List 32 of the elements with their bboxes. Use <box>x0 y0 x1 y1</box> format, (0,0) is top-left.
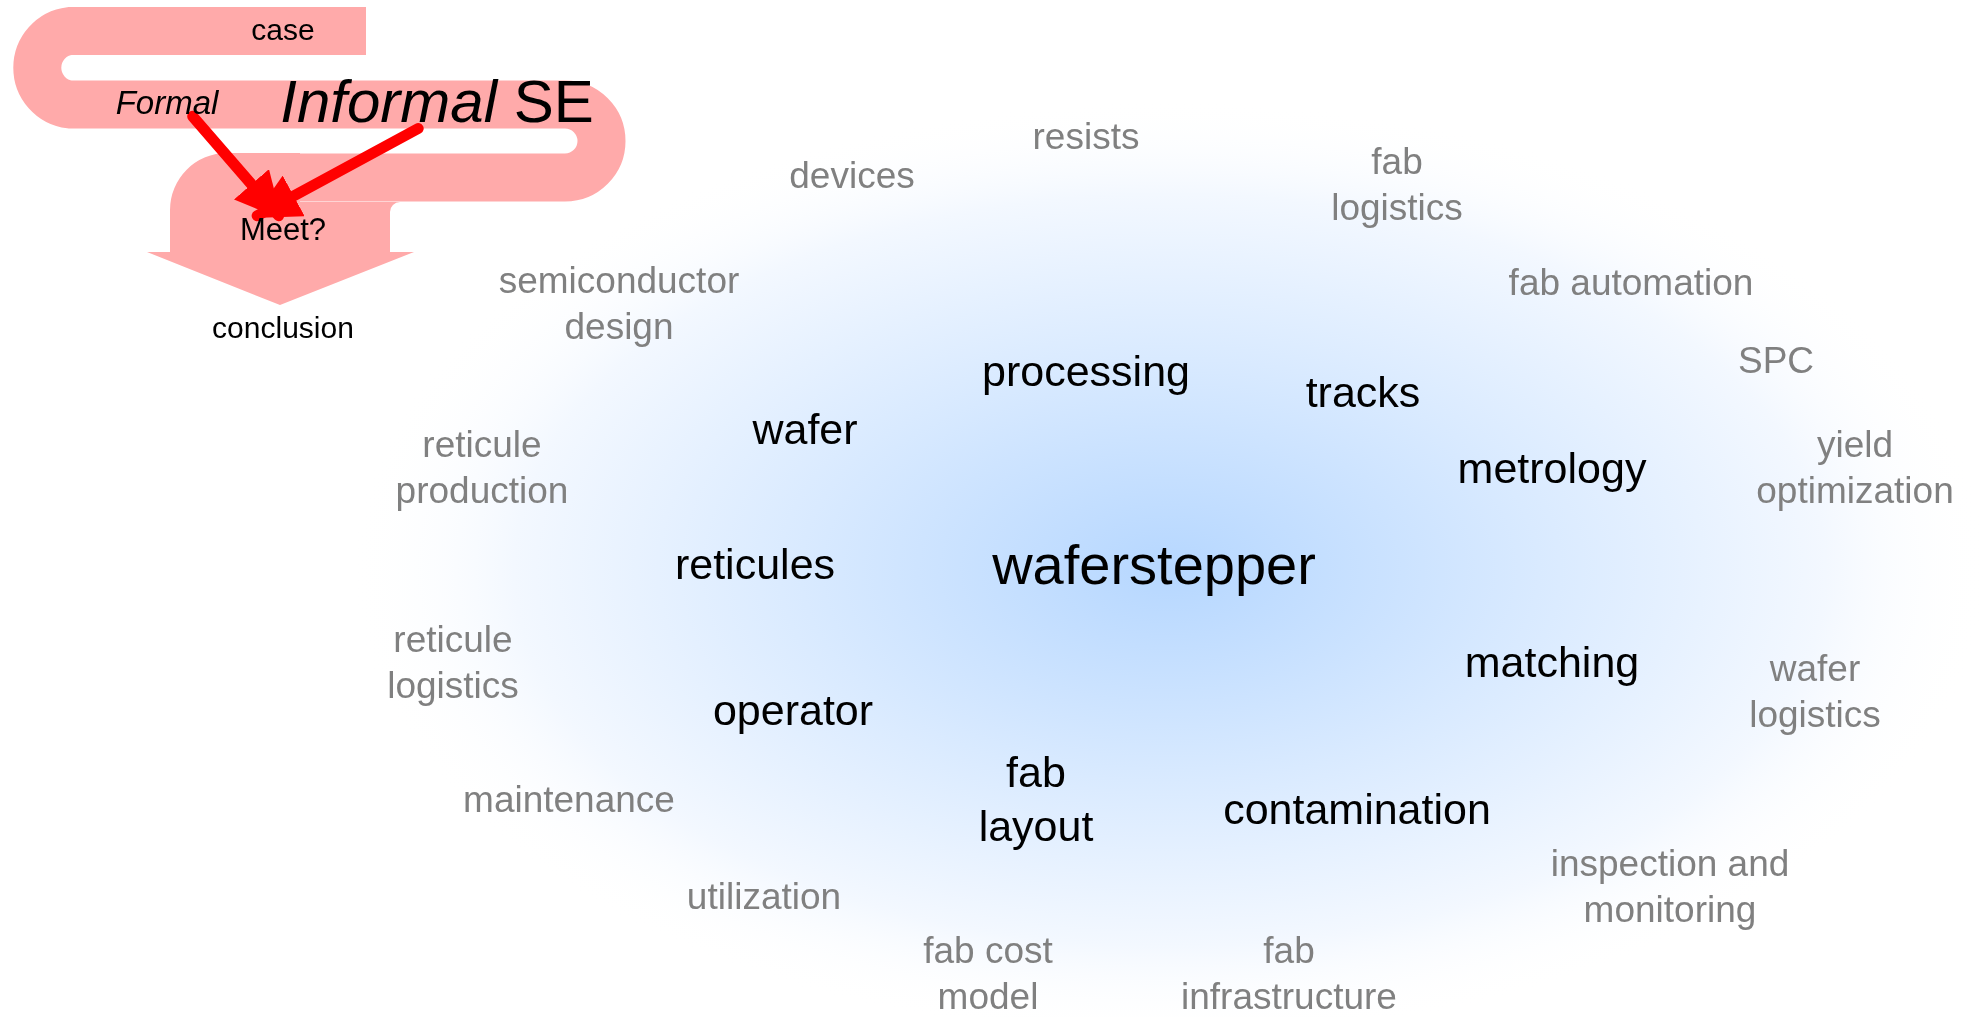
topic-label: yield optimization <box>1755 422 1955 513</box>
flow-label: conclusion <box>212 310 354 347</box>
key-topic-label: processing <box>982 346 1190 398</box>
topic-label: reticule logistics <box>386 617 520 708</box>
topic-label: reticule production <box>394 422 570 513</box>
topic-label: wafer logistics <box>1748 646 1882 737</box>
node-text: Informal SE <box>280 67 594 135</box>
topic-label: fab logistics <box>1330 139 1464 230</box>
topic-label: utilization <box>686 874 842 919</box>
topic-label: SPC <box>1737 338 1815 383</box>
topic-label: inspection and monitoring <box>1549 841 1791 932</box>
key-topic-label: metrology <box>1457 443 1647 495</box>
topic-label: fab cost model <box>922 928 1054 1017</box>
key-topic-label: waferstepper <box>992 532 1316 598</box>
key-topic-label: fab layout <box>977 747 1095 852</box>
arrow <box>251 123 424 222</box>
node-text: Formal <box>115 83 219 121</box>
node-text: Meet? <box>239 211 327 247</box>
flow-label: case <box>251 12 315 49</box>
topic-label: resists <box>1032 114 1140 159</box>
topic-label: devices <box>789 153 915 198</box>
topic-label: fab automation <box>1508 260 1754 305</box>
key-topic-label: operator <box>712 685 874 737</box>
topic-label: fab infrastructure <box>1180 928 1398 1017</box>
key-topic-label: tracks <box>1305 367 1421 419</box>
key-topic-label: wafer <box>752 404 858 456</box>
arrow <box>187 110 285 222</box>
topic-label: maintenance <box>463 777 675 822</box>
topic-label: semiconductor design <box>497 258 741 349</box>
key-topic-label: contamination <box>1223 784 1491 836</box>
key-topic-label: matching <box>1464 637 1640 689</box>
key-topic-label: reticules <box>674 539 836 591</box>
